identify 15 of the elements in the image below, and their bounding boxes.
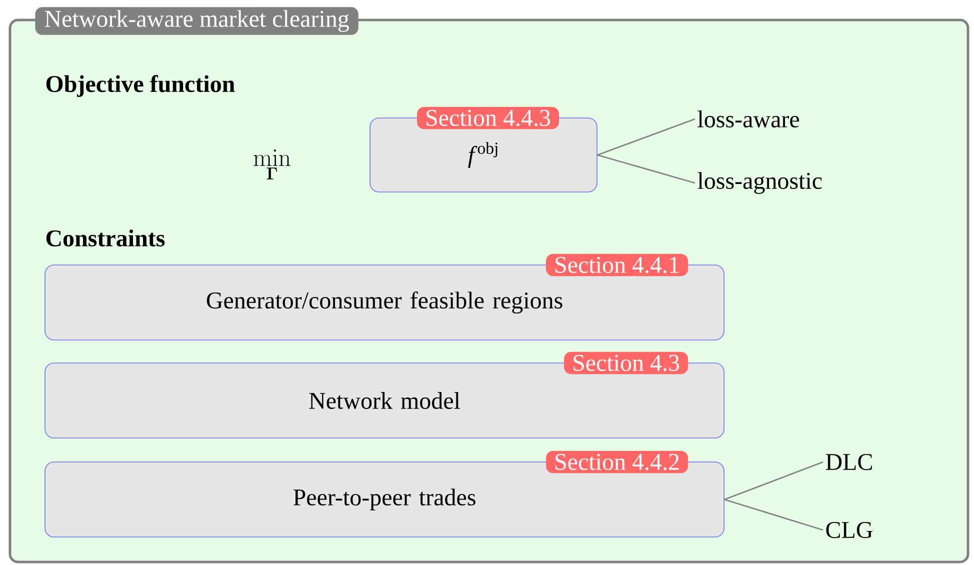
connector-line — [597, 154, 696, 184]
option-label: DLC — [826, 454, 872, 470]
option-label: CLG — [826, 522, 872, 538]
minimization-operator: $\min_{\mathbf{\Gamma}}$ — [254, 150, 290, 180]
option-label: loss-agnostic — [698, 172, 822, 194]
section-badge: Section 4.4.3 — [417, 106, 559, 130]
title-tab: Network-aware market clearing — [35, 7, 358, 35]
connector-line — [724, 461, 824, 500]
connector-line — [724, 498, 824, 531]
section-badge: Section 4.3 — [564, 352, 688, 374]
section-heading: Objective function — [46, 75, 235, 97]
section-badge: Section 4.4.1 — [546, 254, 688, 276]
option-label: loss-aware — [698, 110, 799, 128]
connector-line — [597, 118, 696, 156]
section-badge: Section 4.4.2 — [546, 450, 688, 474]
